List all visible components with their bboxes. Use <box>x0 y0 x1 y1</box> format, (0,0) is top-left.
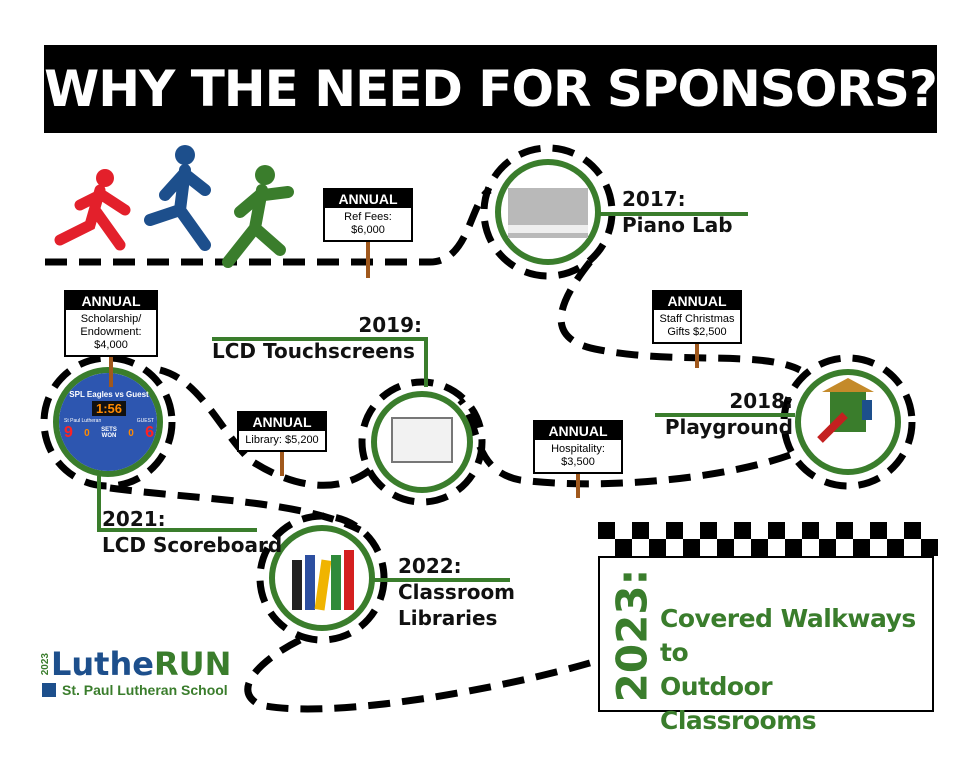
cross-icon <box>42 683 56 697</box>
sign-header: ANNUAL <box>535 422 621 440</box>
scoreboard: SPL Eagles vs Guest 1:56 St Paul Luthera… <box>64 390 154 442</box>
checker-square <box>768 522 785 539</box>
checker-square <box>819 539 836 556</box>
sign-library: ANNUAL Library: $5,200 <box>237 411 327 476</box>
lutherun-logo: 2023 LutheRUN St. Paul Lutheran School <box>40 648 231 698</box>
sign-text: Staff Christmas Gifts $2,500 <box>659 313 735 338</box>
checker-square <box>717 539 734 556</box>
sign-text: Ref Fees: $6,000 <box>344 211 392 236</box>
checker-square <box>853 539 870 556</box>
guest-sets: 0 <box>128 427 134 439</box>
sign-ref-fees: ANNUAL Ref Fees: $6,000 <box>323 188 413 278</box>
scoreboard-clock: 1:56 <box>92 401 126 416</box>
milestone-2021: 2021:LCD Scoreboard <box>102 507 283 557</box>
checker-square <box>734 522 751 539</box>
scoreboard-title: SPL Eagles vs Guest <box>69 390 149 399</box>
checker-square <box>751 539 768 556</box>
checker-square <box>785 539 802 556</box>
runner-icons <box>54 145 294 268</box>
sign-text: Library: $5,200 <box>245 434 319 446</box>
guest-label: GUEST <box>136 418 154 424</box>
checker-square <box>649 539 666 556</box>
logo-year: 2023 <box>40 652 51 676</box>
checker-square <box>870 522 887 539</box>
sign-header: ANNUAL <box>325 190 411 208</box>
sets-label: SETS WON <box>101 427 117 439</box>
sign-header: ANNUAL <box>239 413 325 431</box>
sign-staff-gifts: ANNUAL Staff Christmas Gifts $2,500 <box>652 290 742 368</box>
checker-square <box>887 539 904 556</box>
milestone-2019: 2019:LCD Touchscreens <box>212 313 422 363</box>
home-sets: 0 <box>84 427 90 439</box>
home-score: 9 <box>64 424 73 441</box>
checker-square <box>598 522 615 539</box>
home-label: St Paul Lutheran <box>64 418 102 424</box>
sign-text: Hospitality: $3,500 <box>551 443 605 468</box>
sign-text: Scholarship/ Endowment: $4,000 <box>80 313 142 351</box>
checker-square <box>836 522 853 539</box>
goal-year: 2023: <box>607 568 657 702</box>
logo-school: St. Paul Lutheran School <box>62 682 228 698</box>
checker-square <box>615 539 632 556</box>
checker-square <box>904 522 921 539</box>
sign-scholarship: ANNUAL Scholarship/ Endowment: $4,000 <box>64 290 158 387</box>
milestone-2018: 2018:Playground <box>664 389 793 439</box>
sign-header: ANNUAL <box>654 292 740 310</box>
goal-line-1: Covered Walkways to <box>660 604 916 667</box>
checker-square <box>632 522 649 539</box>
guest-score: 6 <box>145 424 154 441</box>
sign-header: ANNUAL <box>66 292 156 310</box>
logo-brand-a: Luthe <box>51 645 154 683</box>
milestone-2022: 2022:Classroom Libraries <box>398 554 516 630</box>
milestone-2017: 2017:Piano Lab <box>622 187 733 237</box>
checker-square <box>921 539 938 556</box>
checker-square <box>666 522 683 539</box>
checker-square <box>802 522 819 539</box>
page-title: WHY THE NEED FOR SPONSORS? <box>44 45 938 133</box>
sign-hospitality: ANNUAL Hospitality: $3,500 <box>533 420 623 498</box>
logo-brand-b: RUN <box>153 645 232 683</box>
goal-line-2: Outdoor Classrooms <box>660 672 817 735</box>
checker-square <box>683 539 700 556</box>
checkered-flag <box>598 522 938 556</box>
checker-square <box>700 522 717 539</box>
